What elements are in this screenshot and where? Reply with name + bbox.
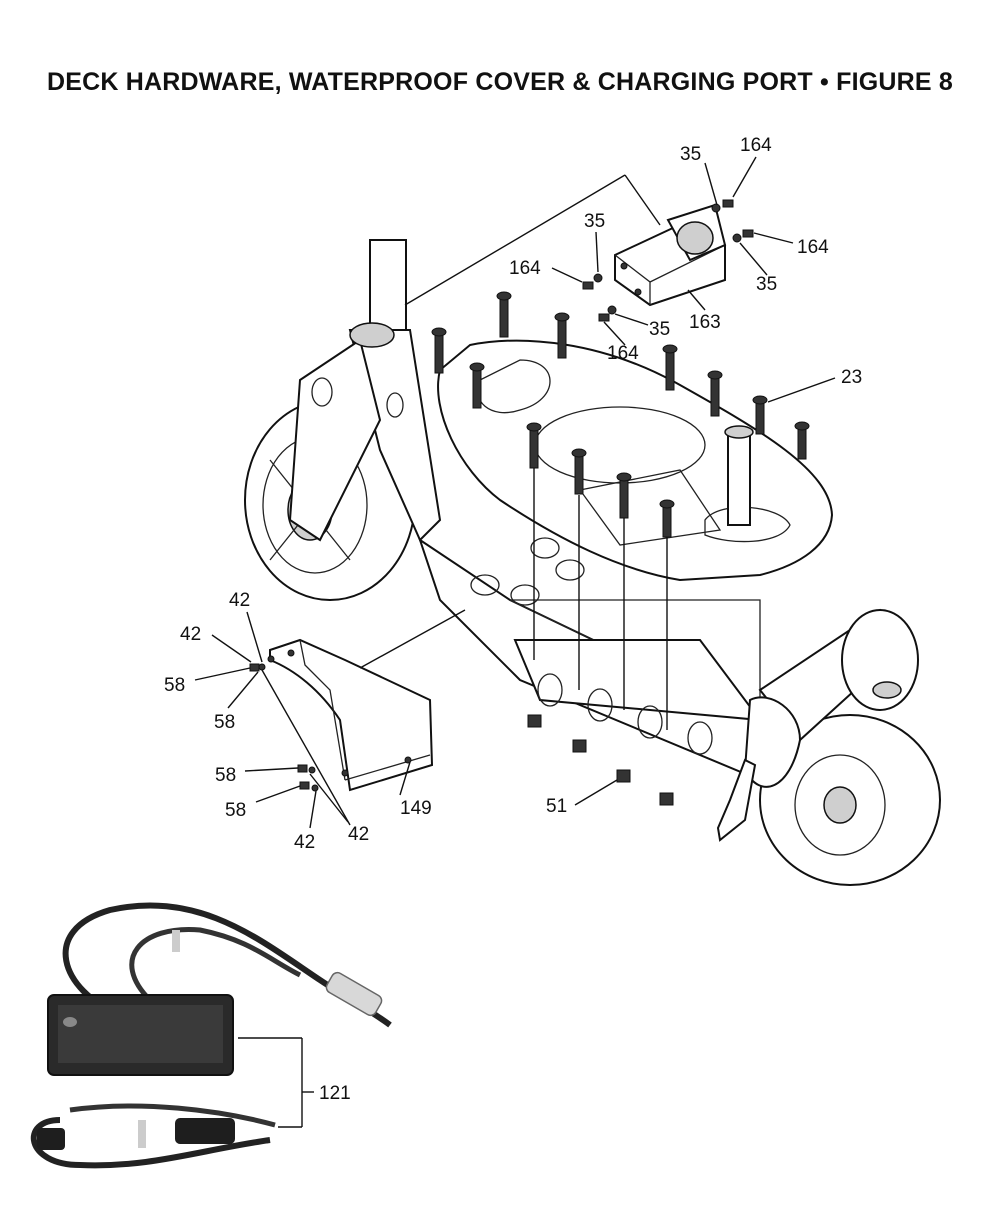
screw [707,370,723,417]
kickstand [716,758,757,842]
screw [571,448,587,495]
callout-35: 35 [680,144,701,165]
screw [659,499,675,538]
callout-42: 42 [180,624,201,645]
screw [496,291,512,338]
deck-nuts [527,714,674,806]
waterproof-cover [267,638,434,792]
deck-screws [431,291,810,730]
screw [469,362,485,409]
port-fasteners [582,199,754,322]
battery-charger [30,902,392,1169]
callout-164: 164 [509,258,541,279]
callout-58: 58 [225,800,246,821]
screw [752,395,768,435]
callout-51: 51 [546,796,567,817]
callout-58: 58 [214,712,235,733]
callout-42: 42 [229,590,250,611]
rear-wheel [743,608,941,886]
callout-163: 163 [689,312,721,333]
deck-plate [437,339,834,582]
callout-58: 58 [164,675,185,696]
charger-bracket [238,1037,314,1128]
cover-leader-line [359,609,466,669]
callout-35: 35 [649,319,670,340]
port-leader-line [404,174,626,306]
callout-42: 42 [348,824,369,845]
screw [662,344,678,391]
callout-labels: 35 164 35 164 164 35 35 163 164 23 42 42… [164,135,862,1104]
callout-58: 58 [215,765,236,786]
charging-port-cover [614,203,727,307]
callout-35: 35 [756,274,777,295]
callout-164: 164 [740,135,772,156]
callout-164: 164 [797,237,829,258]
figure-title: DECK HARDWARE, WATERPROOF COVER & CHARGI… [46,68,954,96]
callout-164: 164 [607,343,639,364]
callout-42: 42 [294,832,315,853]
screw [794,421,810,460]
callout-149: 149 [400,798,432,819]
port-leader-line-2 [624,174,661,226]
leader-lines [194,156,836,829]
callout-121: 121 [319,1083,351,1104]
screw [554,312,570,359]
callout-23: 23 [841,367,862,388]
cover-fasteners [249,663,319,792]
screw [431,327,447,374]
steering-column [288,239,442,542]
frame-body [418,537,763,782]
callout-35: 35 [584,211,605,232]
